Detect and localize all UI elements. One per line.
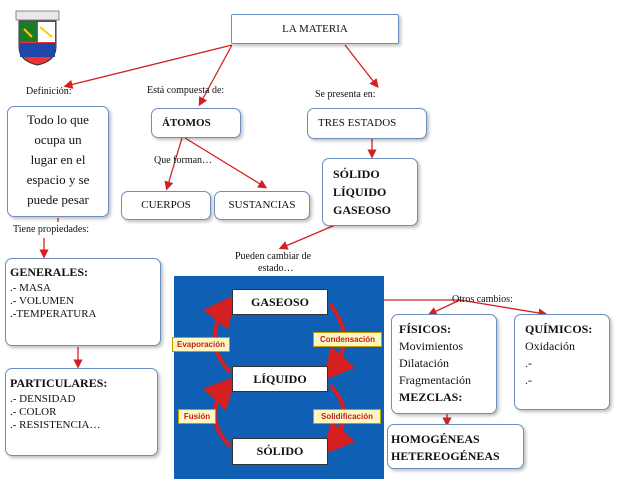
definition-line: ocupa un: [34, 132, 82, 147]
title-box: LA MATERIA: [231, 14, 399, 44]
mezclas-tipos-box: HOMOGÉNEAS HETEREOGÉNEAS: [387, 424, 524, 469]
state-gaseoso: GASEOSO: [232, 289, 328, 315]
label-definicion: Definición:: [26, 86, 72, 97]
fisicos-item: Movimientos: [399, 339, 464, 353]
state-gaseoso-label: GASEOSO: [250, 294, 310, 309]
fisicos-item: Dilatación: [399, 356, 449, 370]
particulares-title: PARTICULARES:: [10, 376, 108, 390]
generales-item: .-TEMPERATURA: [10, 308, 97, 320]
label-cambiar-2: estado…: [258, 263, 294, 274]
definition-line: espacio y se: [26, 172, 90, 187]
evaporacion-label: Evaporación: [172, 337, 230, 352]
heterogeneas-label: HETEREOGÉNEAS: [391, 449, 500, 463]
estados-box: SÓLIDO LÍQUIDO GASEOSO: [322, 158, 418, 226]
label-otros: Otros cambios:: [452, 294, 513, 305]
generales-box: GENERALES: .- MASA .- VOLUMEN .-TEMPERAT…: [5, 258, 161, 346]
fisicos-item: Fragmentación: [399, 373, 471, 387]
sustancias-box: SUSTANCIAS: [214, 191, 310, 220]
fusion-label: Fusión: [178, 409, 216, 424]
cuerpos-label: CUERPOS: [141, 199, 191, 211]
quimicos-item: Oxidación: [525, 339, 575, 353]
state-liquido: LÍQUIDO: [232, 366, 328, 392]
label-forman: Que forman…: [154, 155, 213, 166]
page-title: LA MATERIA: [282, 22, 348, 35]
definition-line: Todo lo que: [27, 112, 89, 127]
mezclas-label: MEZCLAS:: [399, 390, 463, 404]
school-crest-icon: [14, 9, 61, 67]
tres-estados-label: TRES ESTADOS: [318, 117, 397, 129]
particulares-item: .- RESISTENCIA…: [10, 419, 101, 431]
quimicos-item: .-: [525, 373, 532, 387]
particulares-box: PARTICULARES: .- DENSIDAD .- COLOR .- RE…: [5, 368, 158, 456]
definition-line: puede pesar: [27, 192, 89, 207]
label-compuesta: Está compuesta de:: [147, 85, 225, 96]
definition-box: Todo lo que ocupa un lugar en el espacio…: [7, 106, 109, 217]
estado-gaseoso: GASEOSO: [333, 203, 392, 217]
estado-solido: SÓLIDO: [333, 167, 380, 181]
atomos-label: ÁTOMOS: [162, 116, 211, 129]
fisicos-box: FÍSICOS: Movimientos Dilatación Fragment…: [391, 314, 497, 414]
tres-estados-box: TRES ESTADOS: [307, 108, 427, 139]
atomos-box: ÁTOMOS: [151, 108, 241, 138]
generales-title: GENERALES:: [10, 265, 89, 279]
quimicos-item: .-: [525, 356, 532, 370]
label-presenta: Se presenta en:: [315, 89, 376, 100]
definition-line: lugar en el: [30, 152, 86, 167]
state-liquido-label: LÍQUIDO: [253, 371, 307, 386]
generales-item: .- VOLUMEN: [10, 295, 74, 307]
particulares-item: .- COLOR: [10, 406, 57, 418]
cuerpos-box: CUERPOS: [121, 191, 211, 220]
state-solido: SÓLIDO: [232, 438, 328, 465]
estado-liquido: LÍQUIDO: [333, 185, 387, 199]
condensacion-label: Condensación: [313, 332, 382, 347]
quimicos-box: QUÍMICOS: Oxidación .- .-: [514, 314, 610, 410]
sustancias-label: SUSTANCIAS: [228, 199, 296, 211]
particulares-item: .- DENSIDAD: [10, 393, 76, 405]
label-cambiar-1: Pueden cambiar de: [235, 251, 312, 262]
solidificacion-label: Solidificación: [313, 409, 381, 424]
label-propiedades: Tiene propiedades:: [13, 224, 90, 235]
homogeneas-label: HOMOGÉNEAS: [391, 432, 480, 446]
generales-item: .- MASA: [10, 282, 51, 294]
quimicos-title: QUÍMICOS:: [525, 322, 593, 336]
fisicos-title: FÍSICOS:: [399, 322, 452, 336]
state-solido-label: SÓLIDO: [256, 444, 304, 458]
